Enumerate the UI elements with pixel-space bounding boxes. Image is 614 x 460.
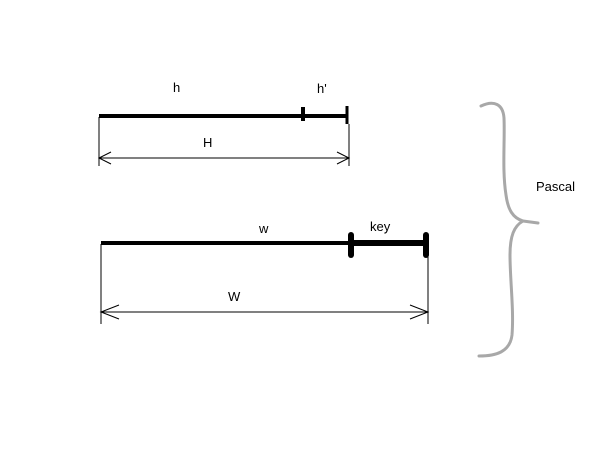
label-pascal: Pascal — [536, 179, 575, 194]
label-key: key — [370, 219, 391, 234]
dimension-H-left-arrow — [97, 151, 112, 165]
dimension-W-left-arrow — [99, 304, 120, 320]
label-W: W — [228, 289, 241, 304]
dimension-W-right-arrow — [409, 304, 430, 320]
bottom-segment-group: w key W — [99, 219, 430, 324]
top-segment-group: h h' H — [97, 80, 351, 166]
label-h-prime: h' — [317, 81, 327, 96]
label-h: h — [173, 80, 180, 95]
curly-brace — [477, 101, 540, 358]
dimension-H-right-arrow — [336, 151, 351, 165]
label-H: H — [203, 135, 212, 150]
label-w: w — [258, 221, 269, 236]
